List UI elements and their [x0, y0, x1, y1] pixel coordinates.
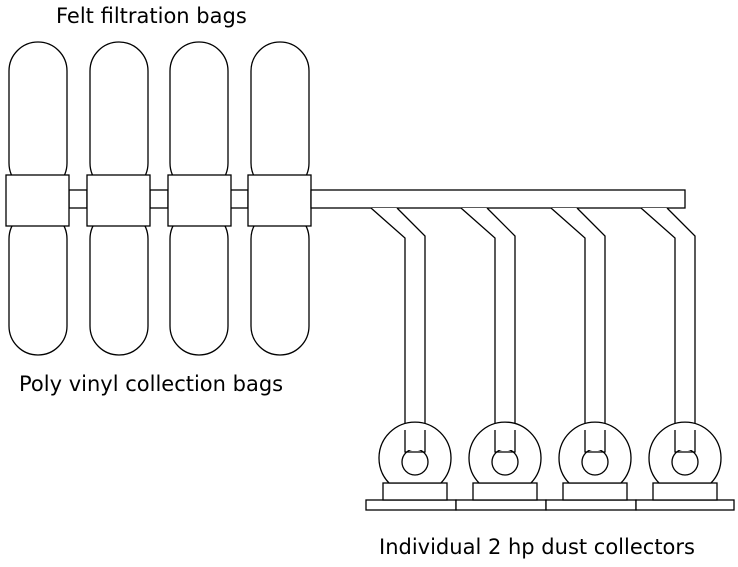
branch-pipe-4	[640, 207, 696, 453]
intake-stub-4	[675, 430, 695, 450]
branch-pipe-3	[550, 207, 606, 453]
poly-vinyl-collection-bags-label: Poly vinyl collection bags	[19, 372, 284, 396]
base-plate-4	[635, 499, 735, 511]
connector-pipe-1	[68, 189, 88, 209]
intake-stub-outline-3	[584, 430, 606, 453]
felt-filtration-bag-2	[89, 41, 149, 193]
poly-collection-bag-3	[169, 209, 229, 356]
poly-collection-bag-4	[250, 209, 310, 356]
main-manifold-pipe	[310, 189, 686, 209]
intake-stub-2	[495, 430, 515, 450]
intake-stub-outline-1	[404, 430, 426, 453]
bag-clamp-4	[247, 174, 312, 227]
intake-stub-outline-4	[674, 430, 696, 453]
intake-stub-1	[405, 430, 425, 450]
collector-intake-2	[491, 448, 519, 476]
felt-filtration-bag-4	[250, 41, 310, 193]
collector-pedestal-2	[472, 482, 538, 501]
bag-clamp-3	[167, 174, 232, 227]
collector-intake-4	[671, 448, 699, 476]
collector-intake-3	[581, 448, 609, 476]
felt-filtration-bag-3	[169, 41, 229, 193]
intake-stub-3	[585, 430, 605, 450]
collector-pedestal-1	[382, 482, 448, 501]
bag-clamp-1	[5, 174, 70, 227]
felt-filtration-bag-1	[8, 41, 68, 193]
intake-stub-outline-2	[494, 430, 516, 453]
connector-pipe-2	[149, 189, 169, 209]
base-plate-1	[365, 499, 457, 511]
branch-pipe-1	[370, 207, 426, 453]
connector-pipe-3	[229, 189, 249, 209]
collector-intake-1	[401, 448, 429, 476]
base-plate-3	[545, 499, 637, 511]
poly-collection-bag-1	[8, 209, 68, 356]
dust-collectors-label: Individual 2 hp dust collectors	[379, 535, 695, 559]
bag-clamp-2	[86, 174, 151, 227]
base-plate-2	[455, 499, 547, 511]
collector-pedestal-4	[652, 482, 718, 501]
poly-collection-bag-2	[89, 209, 149, 356]
felt-filtration-bags-label: Felt filtration bags	[56, 4, 247, 28]
collector-pedestal-3	[562, 482, 628, 501]
branch-pipe-2	[460, 207, 516, 453]
